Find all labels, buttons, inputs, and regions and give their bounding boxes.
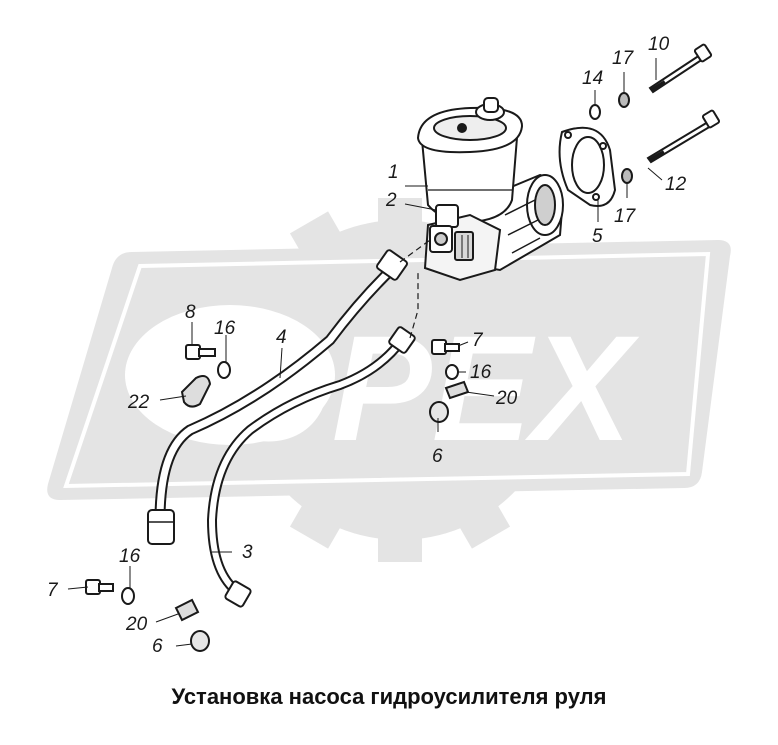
washer-17-upper	[618, 92, 630, 108]
bolt-7-left	[85, 579, 114, 595]
clamp-22	[180, 375, 212, 408]
assembly-guide-lines	[399, 239, 431, 339]
label-22: 22	[127, 392, 150, 413]
bolt-12	[646, 109, 721, 164]
label-2: 2	[385, 190, 397, 211]
label-17-lower: 17	[614, 206, 637, 227]
label-7-left: 7	[47, 580, 59, 601]
bolt-7-right	[431, 339, 460, 355]
label-6-left: 6	[152, 636, 163, 657]
washer-16-upper	[217, 361, 231, 379]
label-6-right: 6	[432, 446, 443, 467]
label-4: 4	[276, 327, 287, 348]
washer-16-right	[445, 364, 459, 380]
clamp-group-upper-left	[180, 344, 231, 408]
washer-16-left	[121, 587, 135, 605]
label-1: 1	[388, 162, 399, 183]
label-8: 8	[185, 302, 196, 323]
watermark-text: OPEX	[215, 304, 640, 472]
label-17-upper: 17	[612, 48, 635, 69]
label-16-right: 16	[470, 362, 492, 383]
bolt-8	[185, 344, 216, 360]
label-10: 10	[648, 34, 670, 55]
part-labels: 1 2 3 4 5 6 6 7 7 8 10 12 14 16 16 16 17…	[47, 34, 687, 657]
label-14: 14	[582, 68, 603, 89]
fitting-group-right	[429, 339, 470, 423]
label-5: 5	[592, 226, 603, 247]
gasket-5	[558, 126, 617, 207]
pump-assembly	[416, 97, 564, 282]
label-16-upper: 16	[214, 318, 236, 339]
cap-6-right	[429, 401, 449, 423]
washer-14	[589, 104, 601, 120]
label-16-left: 16	[119, 546, 141, 567]
label-3: 3	[242, 542, 253, 563]
label-12: 12	[665, 174, 687, 195]
watermark-logo: OPEX	[47, 198, 731, 562]
hose-3	[206, 326, 416, 608]
hose-4	[147, 249, 408, 545]
washer-17-lower	[621, 168, 633, 184]
cap-6-left	[190, 630, 210, 652]
bolts-upper	[589, 43, 721, 184]
bolt-10	[648, 43, 713, 94]
label-20-left: 20	[125, 614, 148, 635]
fitting-20-left	[174, 598, 200, 622]
leader-lines	[67, 58, 663, 647]
label-7-right: 7	[472, 330, 484, 351]
label-20-right: 20	[495, 388, 518, 409]
diagram-title: Установка насоса гидроусилителя руля	[171, 684, 607, 709]
fitting-group-left	[85, 579, 210, 652]
